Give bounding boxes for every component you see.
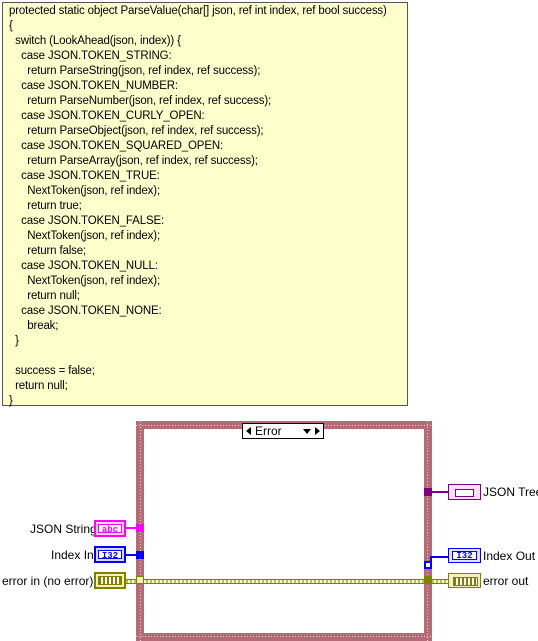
index-in-label: Index In <box>51 548 94 562</box>
code-line: } <box>9 335 19 347</box>
index-in-wire[interactable] <box>126 554 136 556</box>
json-tree-tunnel[interactable] <box>424 488 432 496</box>
increment-case-icon[interactable] <box>315 427 320 435</box>
decrement-case-icon[interactable] <box>246 427 251 435</box>
code-line: { <box>9 20 13 32</box>
error-out-tunnel[interactable] <box>424 576 432 584</box>
error-out-wire[interactable] <box>432 579 448 584</box>
index-in-tunnel[interactable] <box>136 551 144 559</box>
code-line: case JSON.TOKEN_NULL: <box>9 260 158 272</box>
index-out-indicator[interactable]: I32 <box>448 548 481 563</box>
code-line: case JSON.TOKEN_CURLY_OPEN: <box>9 110 205 122</box>
index-in-control[interactable]: I32 <box>94 546 126 563</box>
error-wire[interactable] <box>126 579 428 584</box>
error-cluster-icon <box>98 576 122 585</box>
json-string-control[interactable]: abc <box>94 520 126 537</box>
case-structure[interactable] <box>136 421 432 641</box>
case-selector[interactable]: Error <box>242 423 324 439</box>
code-line: protected static object ParseValue(char[… <box>9 5 387 17</box>
json-string-wire[interactable] <box>126 527 136 529</box>
variant-type-icon <box>455 489 474 497</box>
code-line: return ParseString(json, ref index, ref … <box>9 65 261 77</box>
code-line: return true; <box>9 200 82 212</box>
code-line: success = false; <box>9 365 95 377</box>
code-line: case JSON.TOKEN_TRUE: <box>9 170 160 182</box>
json-string-label: JSON String <box>30 522 97 536</box>
code-line: return null; <box>9 290 80 302</box>
string-type-icon: abc <box>98 524 122 535</box>
code-line: case JSON.TOKEN_NONE: <box>9 305 162 317</box>
code-line: return null; <box>9 380 68 392</box>
code-line: NextToken(json, ref index); <box>9 185 161 197</box>
code-line: case JSON.TOKEN_NUMBER: <box>9 80 178 92</box>
error-in-control[interactable] <box>94 572 126 589</box>
code-line: NextToken(json, ref index); <box>9 275 161 287</box>
code-line: case JSON.TOKEN_STRING: <box>9 50 172 62</box>
i32-type-icon: I32 <box>452 551 477 561</box>
json-tree-indicator[interactable] <box>448 484 481 500</box>
index-out-wire-h[interactable] <box>430 556 448 558</box>
code-line: case JSON.TOKEN_FALSE: <box>9 215 165 227</box>
error-in-label: error in (no error) <box>2 574 94 588</box>
error-out-label: error out <box>483 574 529 588</box>
code-line: switch (LookAhead(json, index)) { <box>9 35 181 47</box>
code-line: return ParseObject(json, ref index, ref … <box>9 125 264 137</box>
code-line: NextToken(json, ref index); <box>9 230 161 242</box>
case-selector-label: Error <box>255 424 282 438</box>
code-line: } <box>9 395 13 407</box>
i32-type-icon: I32 <box>98 550 122 561</box>
json-tree-label: JSON Tree <box>483 485 538 499</box>
error-out-indicator[interactable] <box>448 573 481 588</box>
code-line: return ParseNumber(json, ref index, ref … <box>9 95 272 107</box>
error-cluster-icon <box>453 577 478 586</box>
index-out-wire[interactable] <box>430 557 432 565</box>
code-line: break; <box>9 320 59 332</box>
code-line: return ParseArray(json, ref index, ref s… <box>9 155 258 167</box>
chevron-down-icon[interactable] <box>303 429 311 434</box>
json-string-tunnel[interactable] <box>136 524 144 532</box>
error-in-tunnel[interactable] <box>136 576 144 584</box>
code-comment: protected static object ParseValue(char[… <box>2 2 408 407</box>
code-line: case JSON.TOKEN_SQUARED_OPEN: <box>9 140 224 152</box>
json-tree-wire[interactable] <box>432 491 448 493</box>
code-line: return false; <box>9 245 87 257</box>
index-out-tunnel[interactable] <box>424 561 432 569</box>
index-out-label: Index Out <box>483 549 536 563</box>
